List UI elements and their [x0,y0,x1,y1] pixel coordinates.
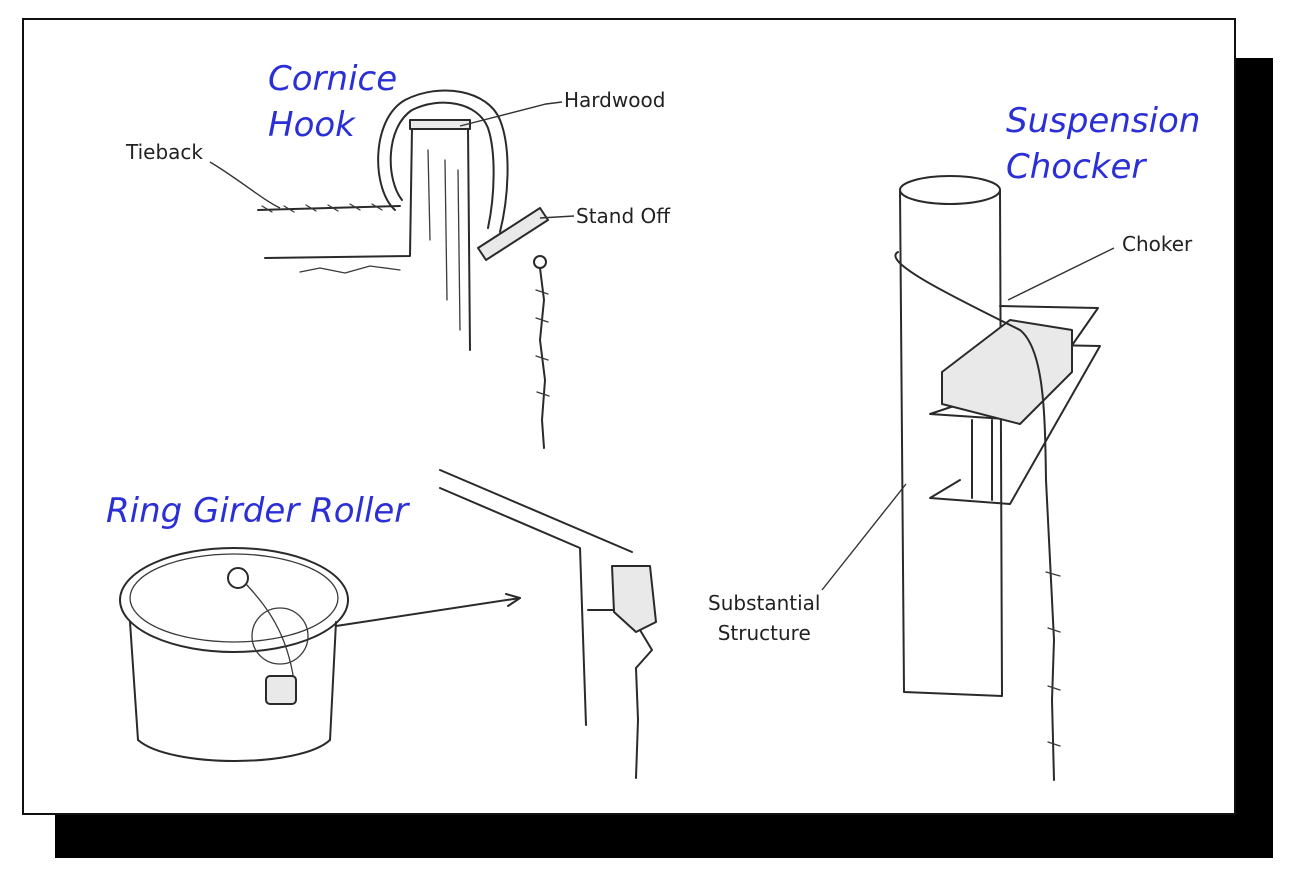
roof-texture [299,265,401,274]
stand-off-bar [477,207,549,261]
label-substantial-line1: Substantial [708,591,821,615]
suspension-chocker-drawing [894,175,1101,781]
leader-stand-off [539,215,575,219]
title-suspension-line2: Chocker [1006,147,1146,187]
girder-roof-line [439,469,633,553]
label-substantial-structure: Substantial Structure [708,588,820,648]
tank-rim-outer [119,547,349,653]
choker-pad [941,319,1073,425]
tieback-rope-twist [261,203,383,213]
suspension-hanging-line [1045,479,1055,781]
cornice-hanging-line [539,267,546,449]
tank-top-knob [227,567,249,589]
illustration-card [22,18,1236,815]
detail-hanging-line [635,667,639,779]
cornice-shackle [533,255,547,269]
cornice-hook-inner [389,101,495,229]
label-stand-off: Stand Off [576,204,671,228]
detail-arrowhead [505,593,521,607]
cornice-hook-drawing [257,89,550,449]
title-cornice-line2: Hook [268,105,355,145]
ring-girder-drawing [119,469,657,779]
tank-rim-inner [129,553,339,643]
leader-substantial-structure [821,483,907,591]
title-suspension-line1: Suspension [1006,101,1201,141]
parapet-wall [264,127,471,351]
title-cornice-hook: Cornice Hook [268,56,397,148]
leader-choker [1007,247,1115,301]
beam-web [971,419,993,501]
title-cornice-line1: Cornice [268,59,398,99]
label-substantial-line2: Structure [717,621,811,645]
wall-texture [427,149,461,331]
detail-hanger [635,629,653,669]
cornice-hook-shape [377,89,509,233]
cornice-line-knots [535,289,550,397]
label-choker: Choker [1122,232,1193,256]
hardwood-block [409,119,471,130]
tank-body [129,621,337,762]
roller-small [265,675,297,705]
suspension-line-knots [1045,571,1061,747]
label-hardwood: Hardwood [564,88,666,112]
detail-circle [251,607,309,665]
leader-tieback [209,161,281,209]
ring-girder-roller [611,565,657,633]
detail-arrow [335,597,521,627]
column-body [899,189,1003,697]
title-suspension-chocker: Suspension Chocker [1006,98,1200,190]
title-ring-girder-roller: Ring Girder Roller [106,491,409,531]
column-top [899,175,1001,205]
label-tieback: Tieback [126,140,203,164]
choker-sling [894,251,1047,481]
leader-hardwood [459,101,563,127]
girder-roof-line-2 [439,487,587,726]
